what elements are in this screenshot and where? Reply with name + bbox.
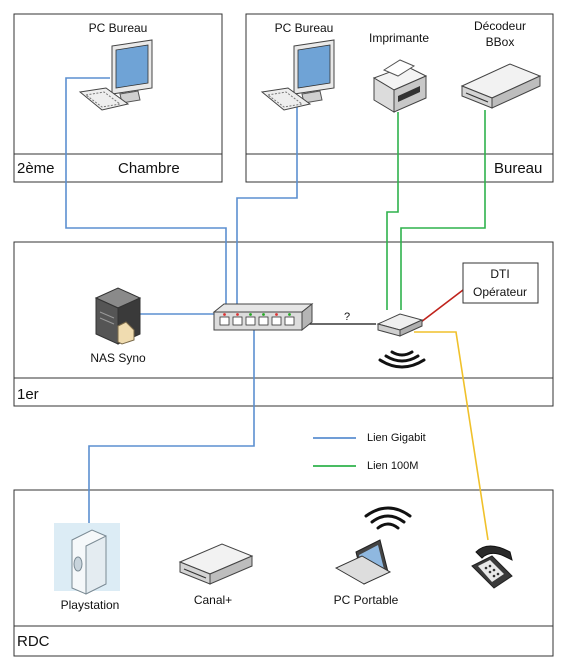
label-canal: Canal+ xyxy=(194,593,232,607)
label-pc-bureau-2: PC Bureau xyxy=(89,21,148,35)
room-label-bureau: Bureau xyxy=(494,160,542,177)
link-pc2-switch xyxy=(65,77,227,308)
label-dti-2: Opérateur xyxy=(473,285,527,299)
network-switch-icon xyxy=(212,302,314,332)
link-switch-playstation xyxy=(88,330,255,530)
link-box-dti xyxy=(420,289,464,323)
link-pc1-switch xyxy=(236,105,298,308)
legend-gigabit-label: Lien Gigabit xyxy=(367,432,426,444)
label-decodeur-2: BBox xyxy=(486,35,515,49)
decoder-box-icon xyxy=(460,63,542,109)
label-nas: NAS Syno xyxy=(90,351,146,365)
floor-label-rdc: RDC xyxy=(17,633,50,650)
label-pc-bureau-1: PC Bureau xyxy=(275,21,334,35)
label-decodeur-1: Décodeur xyxy=(474,19,526,33)
dti-box xyxy=(462,262,539,304)
link-printer-box xyxy=(386,112,399,310)
router-icon xyxy=(376,313,424,337)
label-pc-portable: PC Portable xyxy=(334,593,399,607)
link-decoder-box xyxy=(400,110,486,310)
unknown-link-label: ? xyxy=(344,311,350,323)
playstation-console-icon xyxy=(71,529,107,595)
desktop-computer-icon xyxy=(260,39,335,111)
telephone-icon xyxy=(471,545,513,589)
printer-icon xyxy=(372,59,428,113)
legend-100m-label: Lien 100M xyxy=(367,460,418,472)
desktop-computer-icon xyxy=(78,39,153,111)
label-dti-1: DTI xyxy=(490,267,509,281)
nas-server-icon xyxy=(94,287,142,345)
label-playstation: Playstation xyxy=(61,598,120,612)
set-top-box-icon xyxy=(178,543,254,585)
floor-label-2eme: 2ème xyxy=(17,160,55,177)
room-label-chambre: Chambre xyxy=(118,160,180,177)
link-box-phone xyxy=(414,331,489,541)
label-imprimante: Imprimante xyxy=(369,31,429,45)
wifi-icon xyxy=(364,506,412,530)
laptop-icon xyxy=(334,539,392,585)
legend xyxy=(313,437,356,467)
links xyxy=(65,77,489,541)
wifi-icon xyxy=(378,350,426,369)
floor-label-1er: 1er xyxy=(17,386,39,403)
